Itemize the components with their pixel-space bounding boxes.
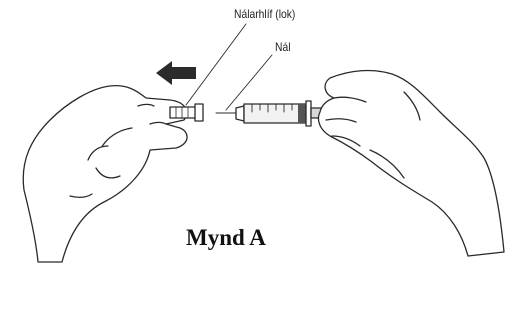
cap-leader-line: [186, 24, 246, 105]
arrow-left-icon: [156, 61, 196, 85]
needle-cap-illustration: [170, 104, 203, 121]
right-hand-illustration: [318, 71, 504, 256]
left-hand-illustration: [23, 86, 187, 262]
callout-leader-lines: [186, 24, 272, 110]
figure-caption: Mynd A: [186, 225, 266, 251]
needle-leader-line: [226, 55, 272, 110]
needle-cap-label: Nálarhlíf (lok): [234, 7, 295, 21]
needle-label: Nál: [275, 40, 290, 54]
